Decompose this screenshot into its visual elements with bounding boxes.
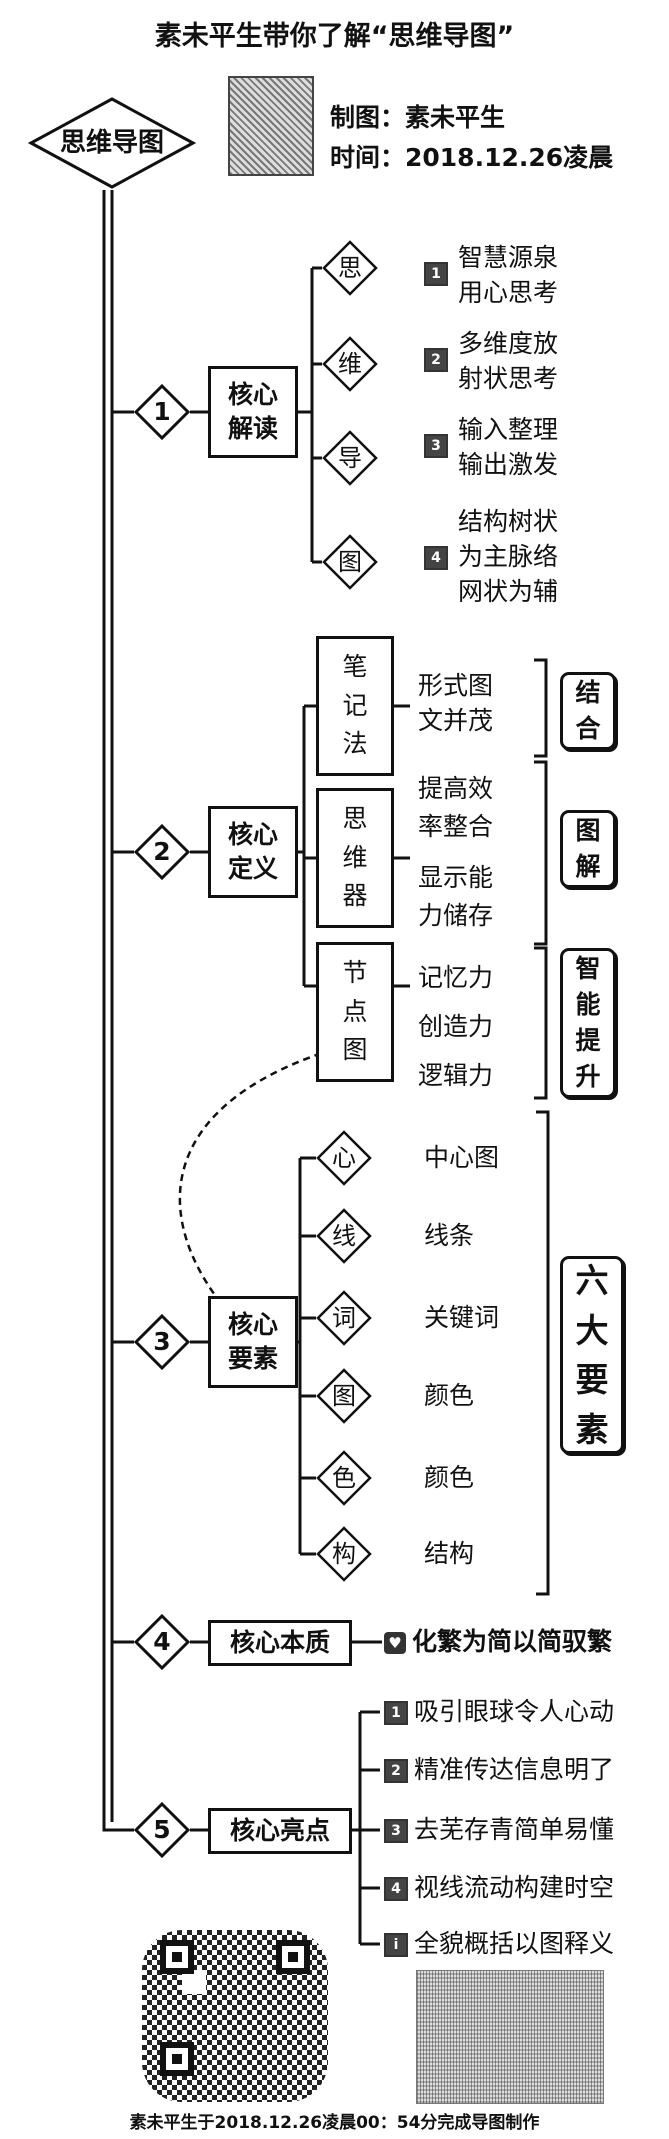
s3-item-text: 结构: [424, 1539, 475, 1568]
section-5-label: 核心亮点: [208, 1808, 352, 1854]
number-badge: 4: [424, 546, 448, 570]
s1-char-node: 图: [322, 534, 378, 590]
qr-finder: [160, 1940, 194, 1974]
s2-term-box: 节 点 图: [316, 942, 394, 1082]
s1-item: 2 多维度放 射状思考: [424, 326, 558, 396]
section-3-number: 3: [133, 1313, 191, 1371]
s4-text-row: ♥化繁为简以简驭繁: [384, 1624, 612, 1659]
section-2-label: 核心 定义: [208, 806, 298, 898]
s2-desc: 形式图 文并茂: [418, 671, 494, 735]
s3-item-text: 线条: [424, 1221, 475, 1250]
s2-desc: 记忆力 创造力 逻辑力: [418, 963, 494, 1090]
section-1-number: 1: [133, 383, 191, 441]
info-icon: i: [384, 1933, 408, 1957]
s1-item: 4 结构树状 为主脉络 网状为辅: [424, 504, 558, 609]
s2-desc: 提高效 率整合 显示能 力储存: [418, 774, 494, 930]
s1-item: 1 智慧源泉 用心思考: [424, 240, 558, 310]
root-label: 思维导图: [59, 128, 164, 158]
s3-item-text: 颜色: [424, 1463, 475, 1492]
page-title: 素未平生带你了解“思维导图”: [154, 21, 515, 52]
s3-tag: 六 大 要 素: [560, 1256, 624, 1454]
s1-char-node: 导: [322, 430, 378, 486]
time-line: 时间：2018.12.26凌晨: [330, 143, 614, 172]
s2-term-box: 笔 记 法: [316, 636, 394, 776]
footer-caption: 素未平生于2018.12.26凌晨00：54分完成导图制作: [129, 2113, 540, 2133]
s3-char-node: 图: [316, 1368, 372, 1424]
photo-image: [416, 1970, 604, 2104]
s3-char-node: 心: [316, 1130, 372, 1186]
section-3-label: 核心 要素: [208, 1296, 298, 1388]
s3-char-node: 色: [316, 1450, 372, 1506]
number-badge: 3: [424, 434, 448, 458]
s3-item-text: 颜色: [424, 1381, 475, 1410]
section-5-number: 5: [133, 1801, 191, 1859]
section-2-number: 2: [133, 823, 191, 881]
section-4-number: 4: [133, 1613, 191, 1671]
number-badge: 2: [424, 348, 448, 372]
number-badge: 1: [424, 262, 448, 286]
number-badge: 2: [384, 1759, 408, 1783]
qr-finder: [276, 1940, 310, 1974]
root-node: 思维导图: [27, 96, 197, 190]
section-1-label: 核心 解读: [208, 366, 298, 458]
heart-icon: ♥: [384, 1632, 406, 1654]
s3-char-node: 构: [316, 1526, 372, 1582]
qr-code: [142, 1930, 328, 2102]
s3-char-node: 词: [316, 1290, 372, 1346]
number-badge: 3: [384, 1819, 408, 1843]
qr-finder: [160, 2042, 194, 2076]
s2-tag: 结 合: [560, 672, 616, 750]
s1-item: 3 输入整理 输出激发: [424, 412, 558, 482]
s3-item-text: 中心图: [424, 1143, 500, 1172]
number-badge: 1: [384, 1701, 408, 1725]
s2-tag: 图 解: [560, 810, 616, 888]
s2-term-box: 思 维 器: [316, 788, 394, 928]
root-diamond-shape: [27, 97, 197, 189]
s1-char-node: 思: [322, 240, 378, 296]
s3-item-text: 关键词: [424, 1303, 500, 1332]
author-line: 制图：素未平生: [330, 103, 506, 132]
s3-char-node: 线: [316, 1208, 372, 1264]
s1-char-node: 维: [322, 336, 378, 392]
number-badge: 4: [384, 1877, 408, 1901]
avatar: [228, 76, 314, 176]
s2-tag: 智 能 提 升: [560, 948, 616, 1098]
section-4-label: 核心本质: [208, 1620, 352, 1666]
